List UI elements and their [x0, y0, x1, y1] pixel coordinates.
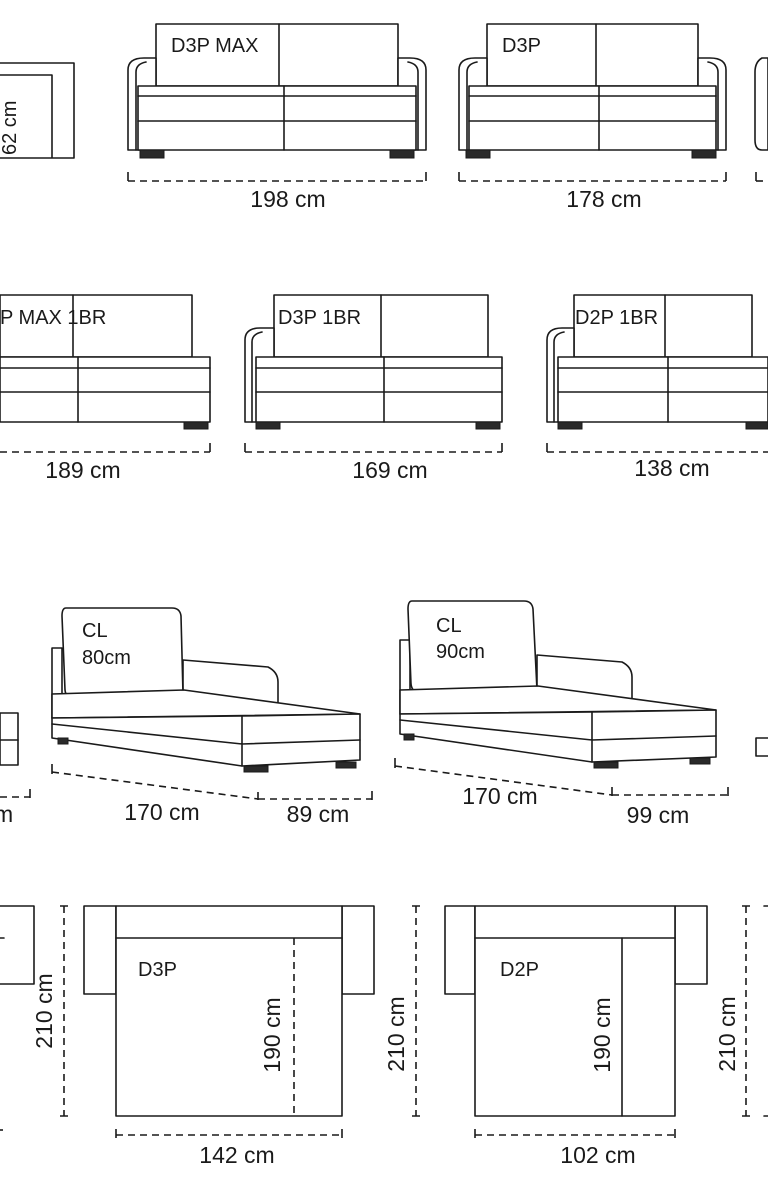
- partial-module-side-view: 62 cm: [0, 62, 75, 159]
- bed-d2p-sleep-length: 190 cm: [589, 997, 615, 1072]
- cl90-length: 170 cm: [462, 783, 537, 809]
- d3p-1br-name: D3P 1BR: [278, 307, 361, 329]
- d2p-1br-width: 138 cm: [634, 455, 709, 481]
- cl80-length: 170 cm: [124, 799, 199, 825]
- d3p-max-width: 198 cm: [250, 186, 325, 212]
- d3p-name: D3P: [502, 35, 541, 57]
- cl80-depth: 80cm: [82, 647, 131, 669]
- partial-chaise-right: [755, 737, 768, 757]
- sofa-d3p-front: D3P 178 cm: [458, 23, 727, 212]
- sofa-d3p-1br-front: D3P 1BR 169 cm: [244, 294, 503, 483]
- cl80-name: CL: [82, 620, 108, 642]
- bed-d2p-width: 102 cm: [560, 1142, 635, 1168]
- partial-sofa-right: [754, 57, 768, 182]
- bed-d3p-width: 142 cm: [199, 1142, 274, 1168]
- sofa-d3p-max-1br-front: P MAX 1BR 189 cm: [0, 294, 211, 483]
- d3p-max-1br-name: P MAX 1BR: [0, 307, 106, 329]
- d3p-max-1br-width: 189 cm: [45, 457, 120, 483]
- partial-chaise-left: m: [0, 712, 31, 827]
- partial-bed-right: [763, 905, 768, 1117]
- d2p-1br-name: D2P 1BR: [575, 307, 658, 329]
- partial-width-label: m: [0, 801, 13, 827]
- bed-d2p-name: D2P: [500, 959, 539, 981]
- cl80-width: 89 cm: [287, 801, 350, 827]
- cl90-depth: 90cm: [436, 641, 485, 663]
- bed-d2p-length: 210 cm: [714, 996, 740, 1071]
- partial-length-label: 210 cm: [31, 973, 57, 1048]
- partial-depth-label: 62 cm: [0, 101, 21, 155]
- d3p-1br-width: 169 cm: [352, 457, 427, 483]
- sofa-d2p-1br-front: D2P 1BR 138 cm: [546, 294, 768, 481]
- d3p-max-name: D3P MAX: [171, 35, 258, 57]
- partial-bed-left: 210 cm: [0, 905, 68, 1131]
- bed-d3p-length: 210 cm: [383, 996, 409, 1071]
- cl90-name: CL: [436, 615, 462, 637]
- chaise-cl80: CL 80cm 170 cm 89 cm: [51, 607, 373, 827]
- bed-d3p-top-view: D3P 190 cm 210 cm 142 cm: [83, 905, 420, 1168]
- d3p-width: 178 cm: [566, 186, 641, 212]
- bed-d3p-name: D3P: [138, 959, 177, 981]
- sofa-d3p-max-front: D3P MAX 198 cm: [127, 23, 427, 212]
- cl90-width: 99 cm: [627, 802, 690, 828]
- bed-d3p-sleep-length: 190 cm: [259, 997, 285, 1072]
- chaise-cl90: CL 90cm 170 cm 99 cm: [394, 600, 729, 828]
- bed-d2p-top-view: D2P 190 cm 210 cm 102 cm: [444, 905, 750, 1168]
